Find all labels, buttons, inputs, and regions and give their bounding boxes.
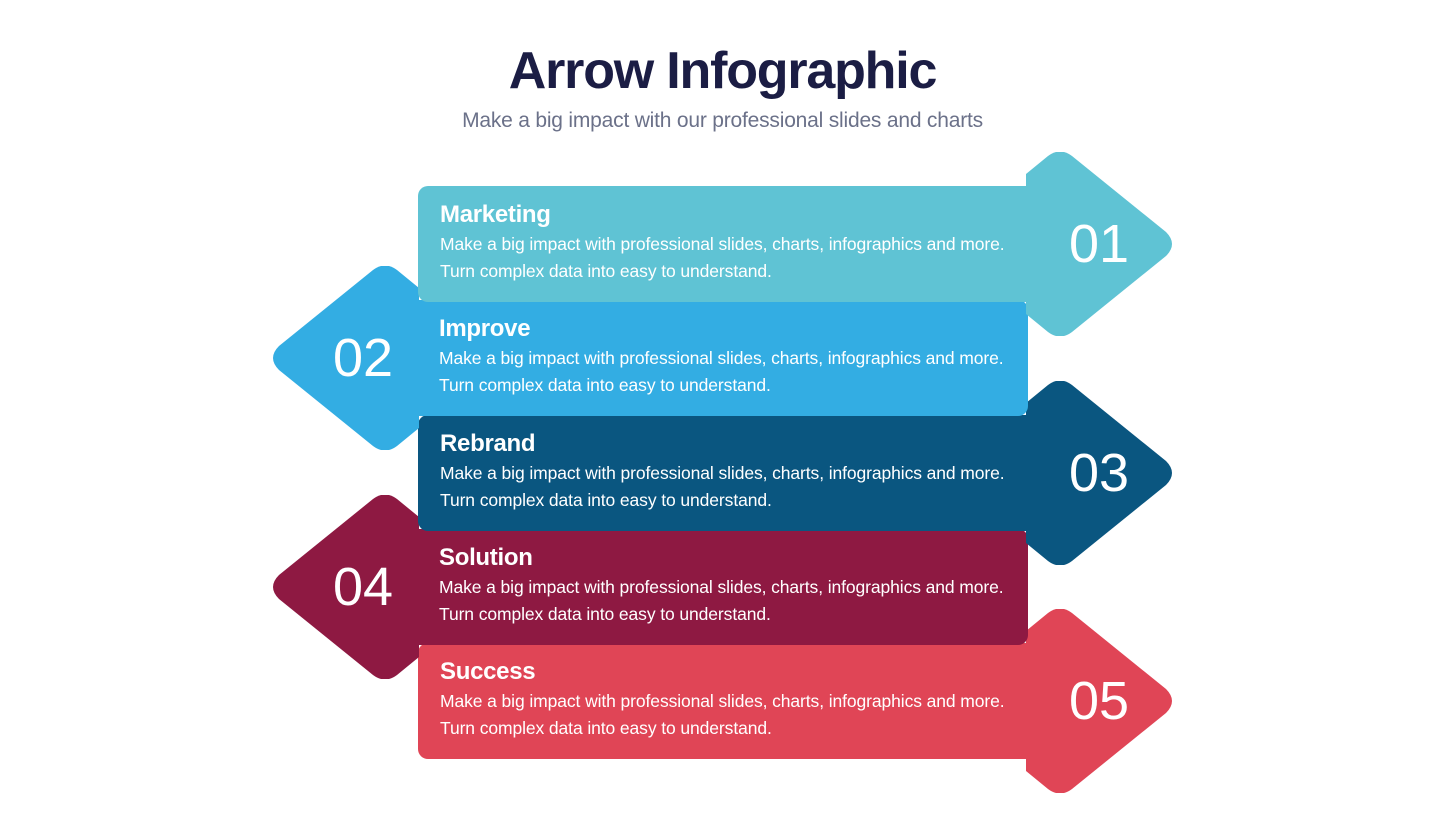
step-3-body-bar [418,415,1062,531]
step-1-body-bar [418,186,1062,302]
slide-header: Arrow Infographic Make a big impact with… [0,42,1445,133]
arrow-step-5[interactable]: 05 Success Make a big impact with profes… [0,609,1445,793]
step-1-copy: Marketing Make a big impact with profess… [440,186,1020,302]
step-4-body-bar [383,529,1028,645]
arrow-step-3[interactable]: 03 Rebrand Make a big impact with profes… [0,381,1445,565]
step-4-heading: Solution [439,544,533,571]
step-2-arrowhead-left-icon [273,266,419,450]
step-5-description: Make a big impact with professional slid… [440,691,1005,739]
step-5-body-bar [418,643,1062,759]
step-1-number: 01 [1068,214,1130,274]
step-1-heading: Marketing [440,201,551,228]
step-4-arrowhead-left-icon [273,495,419,679]
page-title: Arrow Infographic [508,42,938,100]
step-5-heading: Success [440,658,536,685]
step-2-number: 02 [332,328,394,388]
step-2-body-bar [383,300,1028,416]
step-5-copy: Success Make a big impact with professio… [440,643,1020,759]
step-4-number: 04 [332,557,394,617]
step-3-description: Make a big impact with professional slid… [440,463,1005,511]
step-3-heading: Rebrand [440,430,536,457]
step-5-arrowhead-right-icon [1026,609,1172,793]
step-4-copy: Solution Make a big impact with professi… [439,529,1019,645]
arrow-step-4[interactable]: 04 Solution Make a big impact with profe… [0,495,1445,679]
step-4-description: Make a big impact with professional slid… [439,577,1004,625]
arrow-step-2[interactable]: 02 Improve Make a big impact with profes… [0,266,1445,450]
step-2-description: Make a big impact with professional slid… [439,348,1004,396]
arrow-step-1[interactable]: 01 Marketing Make a big impact with prof… [0,152,1445,336]
step-3-arrowhead-right-icon [1026,381,1172,565]
step-5-number: 05 [1068,671,1130,731]
step-3-number: 03 [1068,443,1130,503]
step-3-copy: Rebrand Make a big impact with professio… [440,415,1020,531]
page-subtitle: Make a big impact with our professional … [462,109,983,133]
step-1-description: Make a big impact with professional slid… [440,234,1005,282]
step-2-copy: Improve Make a big impact with professio… [439,300,1019,416]
step-1-arrowhead-right-icon [1026,152,1172,336]
step-2-heading: Improve [439,315,531,342]
